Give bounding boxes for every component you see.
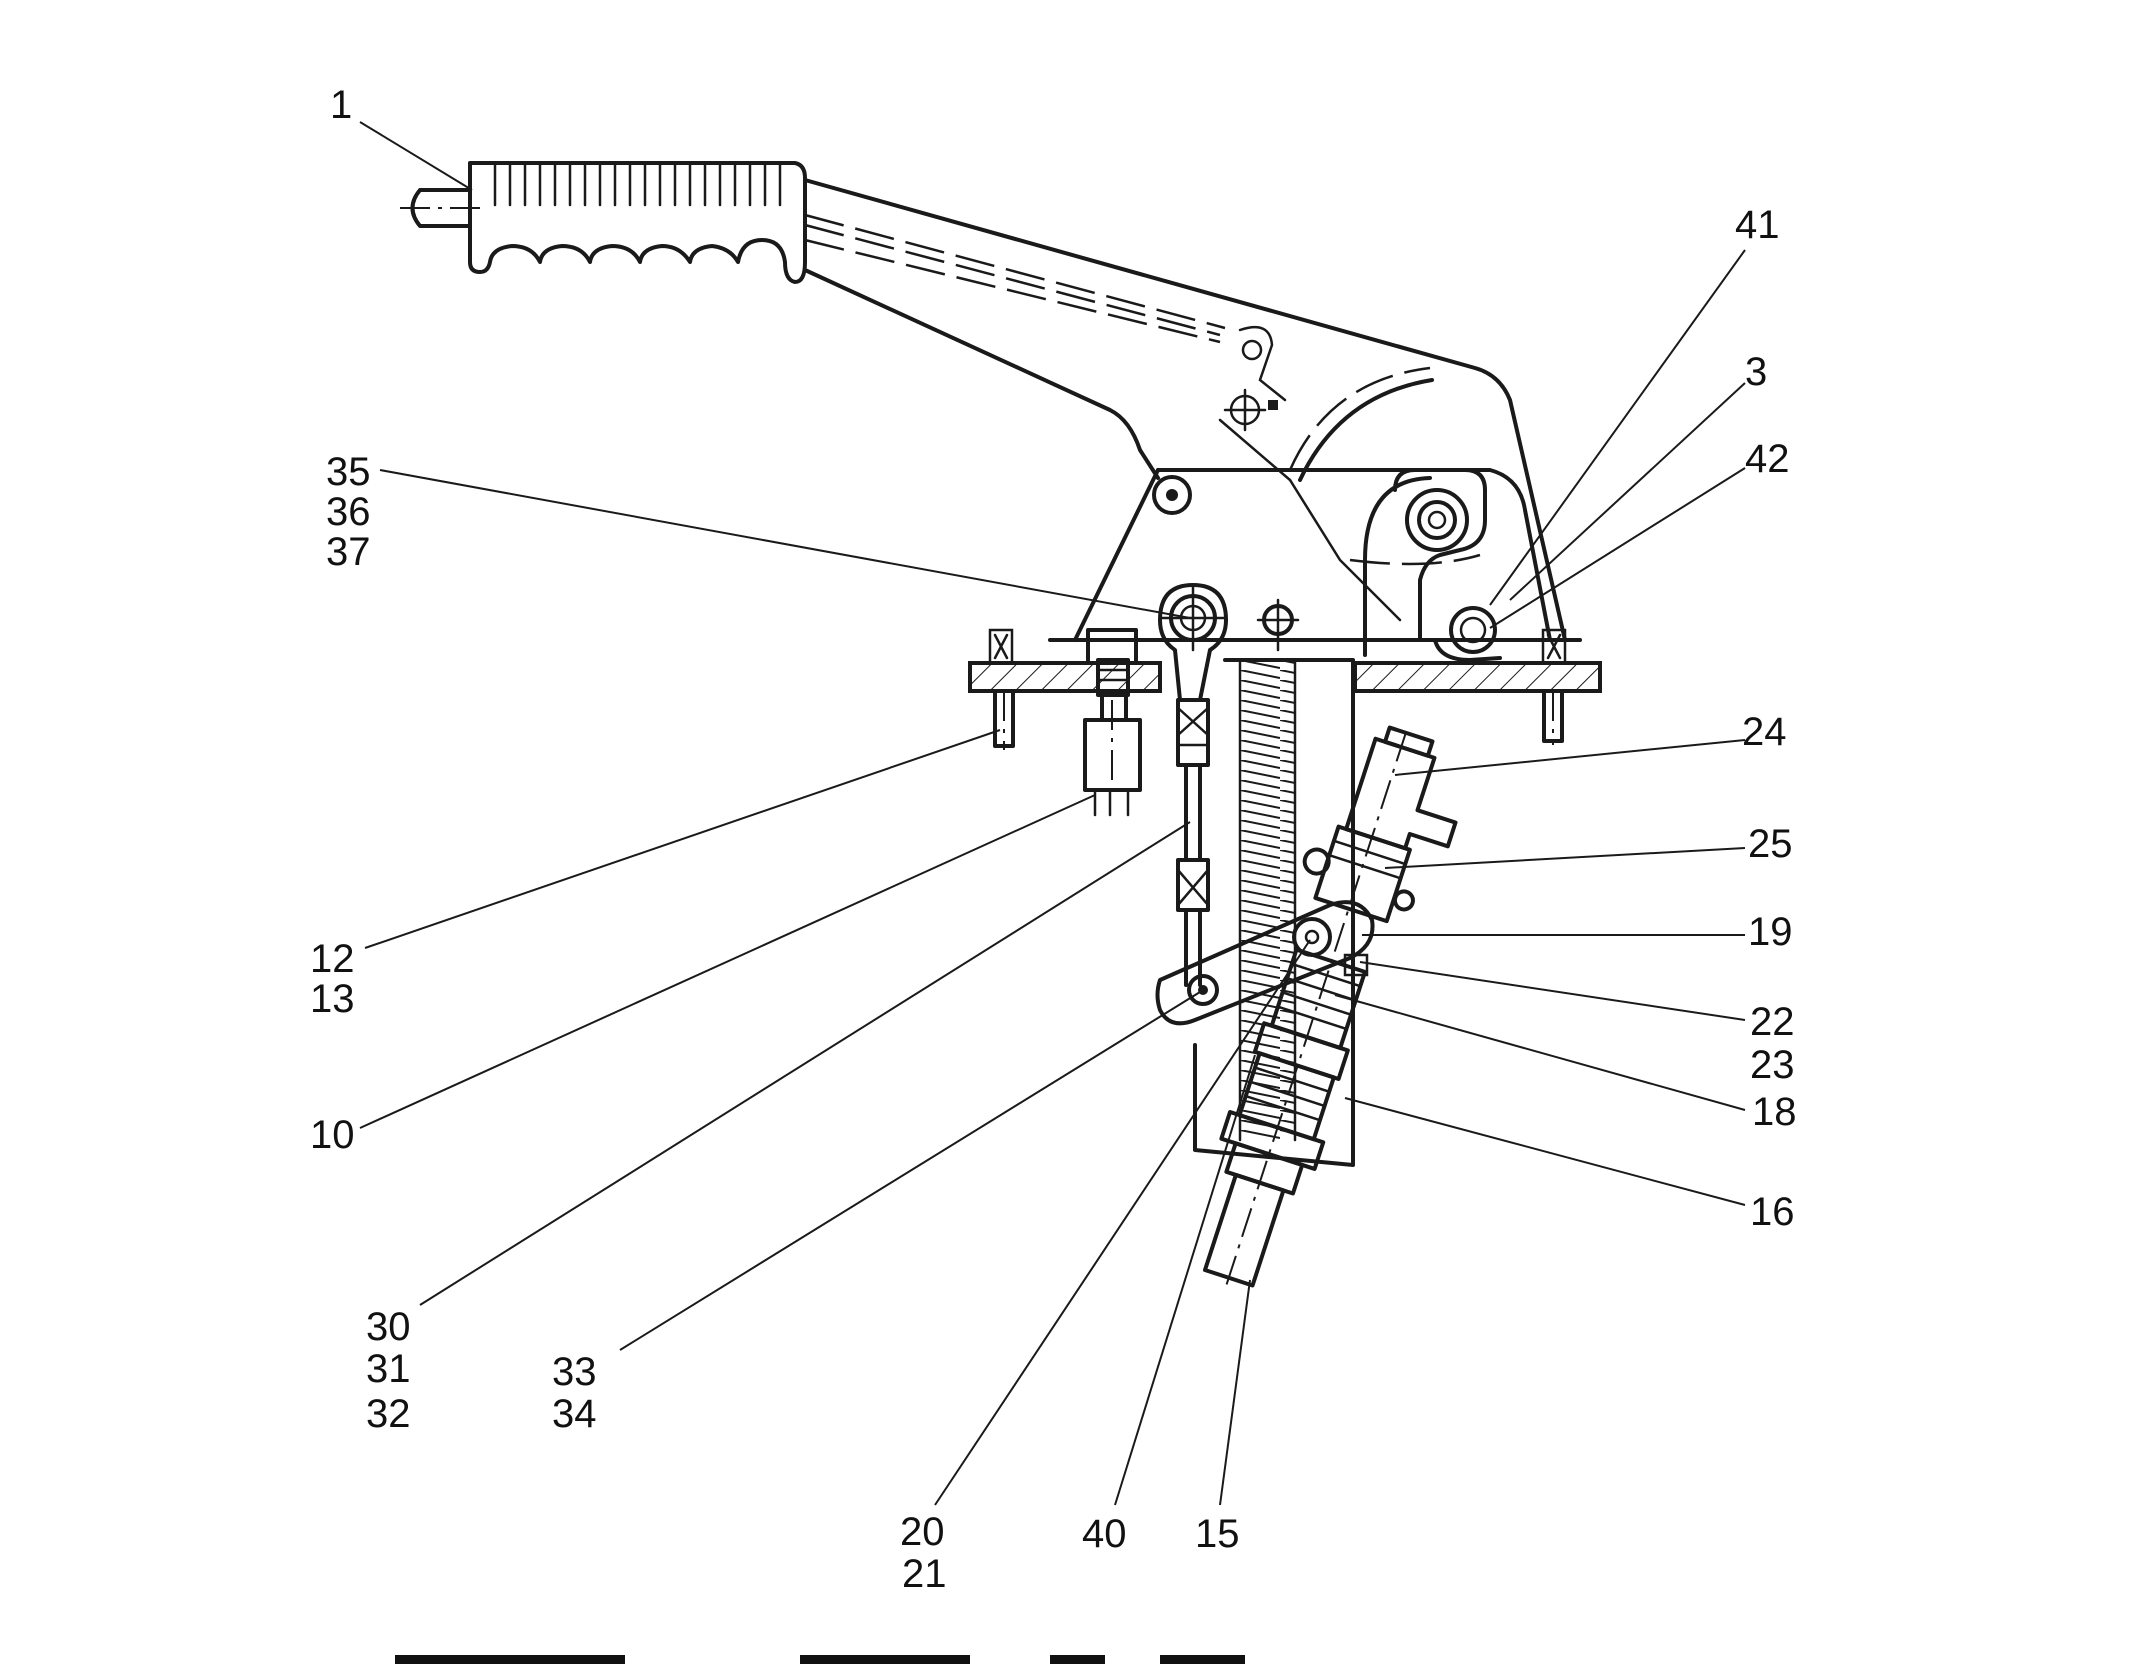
callout-40: 40 xyxy=(1082,1512,1127,1556)
mounting-stud-right xyxy=(1541,628,1567,745)
callout-19: 19 xyxy=(1748,910,1793,954)
leader-22 xyxy=(1359,961,1746,1021)
pivot-bolt-upper-left xyxy=(1152,475,1192,515)
callout-34: 34 xyxy=(552,1392,597,1436)
callout-24: 24 xyxy=(1742,710,1787,754)
leader-42 xyxy=(1489,467,1746,629)
cable-fitting xyxy=(1202,725,1458,1288)
callout-18: 18 xyxy=(1752,1090,1797,1134)
callout-22: 22 xyxy=(1750,1000,1795,1044)
callout-42: 42 xyxy=(1745,437,1790,481)
leader-15 xyxy=(1219,1279,1251,1506)
leader-33 xyxy=(619,991,1201,1351)
leader-35 xyxy=(379,469,1191,619)
mounting-stud-left xyxy=(988,628,1015,750)
leader-lines xyxy=(359,121,1746,1506)
callout-labels: 1 41 3 42 35 36 37 24 25 19 22 23 18 16 … xyxy=(310,83,1797,1596)
equaliser-pivot-left xyxy=(1187,974,1219,1006)
callout-23: 23 xyxy=(1750,1043,1795,1087)
callout-3: 3 xyxy=(1745,350,1767,394)
leader-16 xyxy=(1344,1097,1746,1206)
main-pivot-bolt xyxy=(1405,488,1469,552)
callout-36: 36 xyxy=(326,490,371,534)
leader-30 xyxy=(419,821,1191,1306)
adjusting-rod xyxy=(1176,698,1210,987)
leader-25 xyxy=(1384,847,1746,869)
callout-37: 37 xyxy=(326,530,371,574)
leader-40 xyxy=(1114,1054,1256,1506)
callout-31: 31 xyxy=(366,1347,411,1391)
cropped-bottom-caption xyxy=(395,1655,1245,1664)
callout-30: 30 xyxy=(366,1305,411,1349)
leader-3 xyxy=(1509,382,1746,601)
callout-32: 32 xyxy=(366,1392,411,1436)
leader-20 xyxy=(934,939,1311,1506)
adjuster-nut xyxy=(1449,606,1497,654)
lever-arm xyxy=(803,178,1567,642)
callout-15: 15 xyxy=(1195,1512,1240,1556)
grip-ribs xyxy=(493,161,782,207)
callout-12: 12 xyxy=(310,937,355,981)
callout-16: 16 xyxy=(1750,1190,1795,1234)
callout-1: 1 xyxy=(330,83,352,127)
leader-1 xyxy=(359,121,473,191)
rod-end-clevis xyxy=(1158,583,1300,702)
leader-10 xyxy=(359,794,1096,1129)
callout-13: 13 xyxy=(310,977,355,1021)
callout-33: 33 xyxy=(552,1350,597,1394)
callout-21: 21 xyxy=(902,1552,947,1596)
leader-24 xyxy=(1394,739,1746,776)
callout-35: 35 xyxy=(326,450,371,494)
hand-grip xyxy=(400,161,807,284)
warning-switch xyxy=(1083,628,1142,817)
callout-25: 25 xyxy=(1748,822,1793,866)
bracket-housing xyxy=(1048,468,1582,662)
leader-12 xyxy=(364,729,1001,949)
callout-20: 20 xyxy=(900,1510,945,1554)
leader-18 xyxy=(1334,994,1746,1111)
callout-10: 10 xyxy=(310,1113,355,1157)
callout-41: 41 xyxy=(1735,203,1780,247)
leader-41 xyxy=(1489,249,1746,606)
